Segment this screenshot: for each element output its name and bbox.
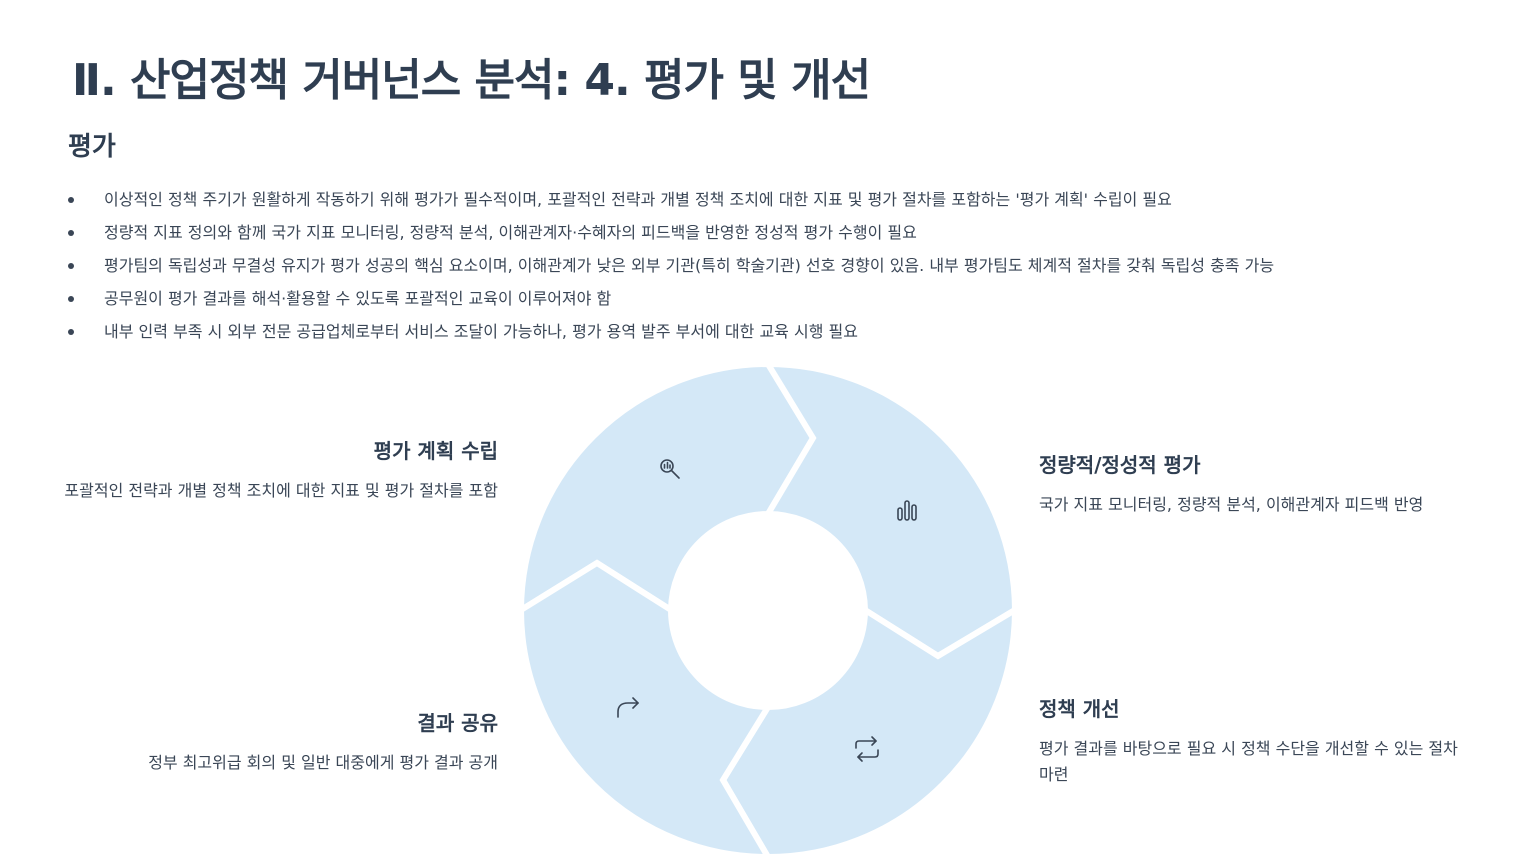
share-icon [617, 697, 639, 718]
repeat-icon [855, 736, 879, 762]
bullet-item: 내부 인력 부족 시 외부 전문 공급업체로부터 서비스 조달이 가능하나, 평… [68, 320, 1468, 353]
bullet-item: 이상적인 정책 주기가 원활하게 작동하기 위해 평가가 필수적이며, 포괄적인… [68, 188, 1468, 221]
bullet-item: 정량적 지표 정의와 함께 국가 지표 모니터링, 정량적 분석, 이해관계자·… [68, 221, 1468, 254]
evaluation-cycle-diagram [512, 356, 1024, 864]
search-chart-icon [660, 459, 680, 479]
cycle-svg [517, 360, 1019, 861]
step-share-title: 결과 공유 [417, 711, 498, 735]
step-plan-desc: 포괄적인 전략과 개별 정책 조치에 대한 지표 및 평가 절차를 포함 [64, 481, 498, 500]
cycle-segment-plan [517, 360, 817, 616]
step-improve-desc: 평가 결과를 바탕으로 필요 시 정책 수단을 개선할 수 있는 절차 마련 [1039, 739, 1458, 784]
cycle-segment-evaluate [762, 360, 1019, 660]
step-share: 결과 공유 정부 최고위급 회의 및 일반 대중에게 평가 결과 공개 [38, 707, 498, 776]
bullet-item: 평가팀의 독립성과 무결성 유지가 평가 성공의 핵심 요소이며, 이해관계가 … [68, 254, 1468, 287]
step-improve: 정책 개선 평가 결과를 바탕으로 필요 시 정책 수단을 개선할 수 있는 절… [1039, 693, 1469, 788]
bullet-list: 이상적인 정책 주기가 원활하게 작동하기 위해 평가가 필수적이며, 포괄적인… [68, 188, 1468, 353]
slide-title: Ⅱ. 산업정책 거버넌스 분석: 4. 평가 및 개선 [72, 55, 871, 106]
section-subtitle: 평가 [68, 132, 116, 162]
step-plan: 평가 계획 수립 포괄적인 전략과 개별 정책 조치에 대한 지표 및 평가 절… [38, 435, 498, 504]
step-evaluate: 정량적/정성적 평가 국가 지표 모니터링, 정량적 분석, 이해관계자 피드백… [1039, 449, 1479, 518]
step-evaluate-desc: 국가 지표 모니터링, 정량적 분석, 이해관계자 피드백 반영 [1039, 495, 1424, 514]
cycle-segment-improve [719, 604, 1019, 861]
step-evaluate-title: 정량적/정성적 평가 [1039, 453, 1201, 477]
cycle-segment-share [517, 559, 774, 861]
step-share-desc: 정부 최고위급 회의 및 일반 대중에게 평가 결과 공개 [148, 753, 498, 772]
step-improve-title: 정책 개선 [1039, 697, 1120, 721]
bar-chart-icon [897, 500, 917, 521]
bullet-item: 공무원이 평가 결과를 해석·활용할 수 있도록 포괄적인 교육이 이루어져야 … [68, 287, 1468, 320]
step-plan-title: 평가 계획 수립 [373, 439, 498, 463]
